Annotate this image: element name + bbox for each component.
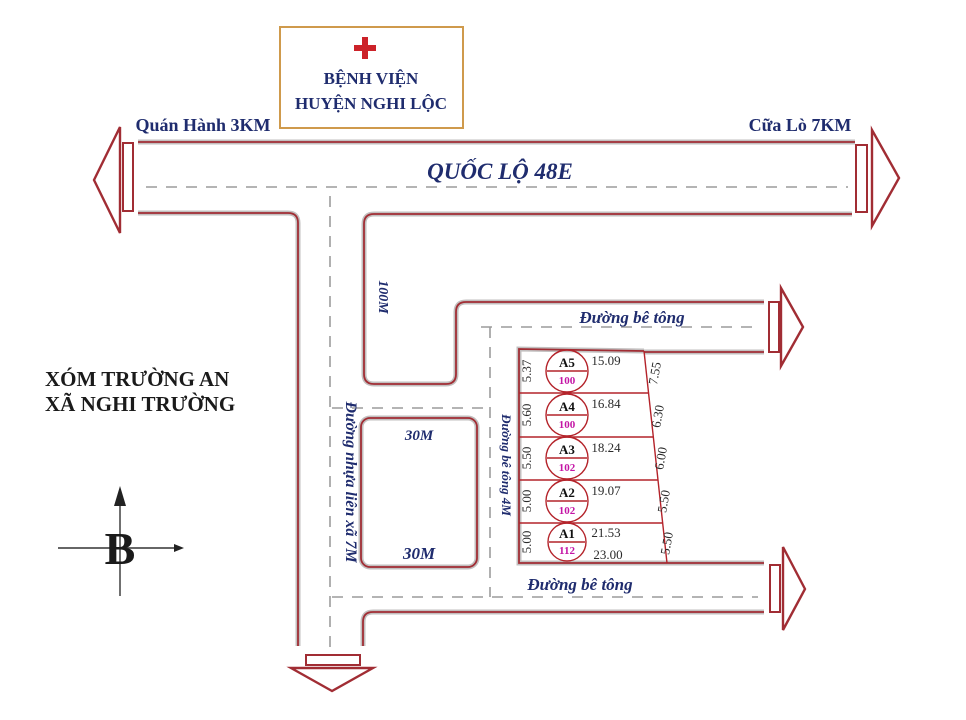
- hospital-name-line1: BỆNH VIỆN: [324, 69, 419, 88]
- lot-a3-width-dim: 18.24: [591, 440, 621, 455]
- lot-a2-right-dim: 5.50: [654, 489, 673, 514]
- lot-a2-area: 102: [559, 505, 576, 517]
- block-30m-outline-red: [360, 417, 478, 568]
- village-road-arrow-icon: [286, 666, 378, 693]
- concrete-bottom-bottom-edge-red: [362, 611, 764, 646]
- lot-a3-area: 102: [559, 462, 576, 474]
- lot-a5-right-dim: 7.55: [645, 361, 664, 386]
- east-arrow-icon: [870, 125, 901, 231]
- lot-a1-right-dim: 5.50: [657, 531, 676, 556]
- lot-a1-badge: [547, 522, 587, 562]
- west-end-bar: [122, 142, 134, 212]
- hospital-box-border: [279, 26, 464, 129]
- lots-block-outline-red: [518, 348, 667, 564]
- lot-a3-id: A3: [559, 442, 575, 457]
- lot-row-a5: A5 100 15.09 5.37 7.55: [519, 349, 664, 393]
- lots-east-boundary: [643, 350, 668, 564]
- east-end-bar: [855, 144, 868, 213]
- highway-bottomleft-edge: [138, 210, 301, 646]
- lots-block: A5 100 15.09 5.37 7.55 A4 100 16.84 5.60…: [519, 349, 676, 564]
- lot-a4-badge: [545, 393, 589, 437]
- lot-row-a4: A4 100 16.84 5.60 6.30: [519, 393, 667, 437]
- concrete-bottom-bottom-edge: [360, 609, 764, 646]
- lot-a4-width-dim: 16.84: [591, 396, 621, 411]
- medical-cross-icon: [354, 37, 376, 59]
- highway-bottomleft-edge-red: [138, 212, 299, 646]
- lot-a1-width-dim: 21.53: [591, 525, 620, 540]
- compass-north-label: B: [105, 523, 136, 574]
- compass-north-arrow-icon: [114, 486, 126, 506]
- concrete-bottom-arrow-icon: [781, 546, 807, 631]
- lot-a3-right-dim: 6.00: [651, 446, 670, 471]
- lot-a2-width-dim: 19.07: [591, 483, 621, 498]
- concrete-top-label: Đường bê tông: [578, 308, 685, 327]
- lot-a4-left-dim: 5.60: [519, 404, 534, 427]
- location-name-line1: XÓM TRƯỜNG AN: [45, 367, 229, 391]
- concrete-top-arrow-icon: [779, 283, 805, 371]
- lot-a2-id: A2: [559, 485, 575, 500]
- concrete-bottom-end-bar: [769, 564, 781, 613]
- lot-a4-id: A4: [559, 399, 575, 414]
- village-road-end-bar: [305, 654, 361, 666]
- hospital-box: BỆNH VIỆN HUYỆN NGHI LỘC: [279, 26, 464, 129]
- lot-a1-bottom-dim: 23.00: [593, 547, 622, 562]
- lot-a3-badge: [545, 436, 589, 480]
- lot-a5-area: 100: [559, 375, 576, 387]
- west-destination-label: Quán Hành 3KM: [135, 115, 270, 135]
- lot-a1-left-dim: 5.00: [519, 531, 534, 554]
- lot-row-a1: A1 112 21.53 23.00 5.00 5.50: [519, 522, 676, 562]
- lot-a4-right-dim: 6.30: [648, 404, 667, 429]
- highway-name-label: QUỐC LỘ 48E: [427, 158, 573, 184]
- lot-a5-id: A5: [559, 355, 575, 370]
- west-arrow-icon: [92, 126, 122, 234]
- lot-a2-left-dim: 5.00: [519, 490, 534, 513]
- concrete-bottom-label: Đường bê tông: [526, 575, 633, 594]
- distance-100m-label: 100M: [375, 280, 390, 314]
- lot-a1-id: A1: [559, 526, 575, 541]
- compass-east-arrow-icon: [174, 544, 184, 552]
- lot-a4-area: 100: [559, 419, 576, 431]
- lot-a1-area: 112: [559, 545, 575, 557]
- lot-a5-left-dim: 5.37: [519, 359, 534, 382]
- block-30m-bottom-label: 30M: [402, 544, 436, 563]
- lot-row-a2: A2 102 19.07 5.00 5.50: [519, 479, 673, 523]
- block-100m-outline-red: [363, 213, 852, 385]
- lot-a3-left-dim: 5.50: [519, 447, 534, 470]
- lot-a2-badge: [545, 479, 589, 523]
- compass: B: [58, 486, 184, 596]
- lot-row-a3: A3 102 18.24 5.50 6.00: [519, 436, 670, 480]
- lot-a5-width-dim: 15.09: [591, 353, 620, 368]
- east-destination-label: Cữa Lò 7KM: [749, 115, 852, 135]
- location-name-line2: XÃ NGHI TRƯỜNG: [45, 392, 235, 416]
- village-road-label: Đường nhựa liên xã 7M: [342, 400, 359, 563]
- hospital-name-line2: HUYỆN NGHI LỘC: [295, 94, 447, 113]
- concrete-top-end-bar: [768, 301, 780, 353]
- block-30m-top-label: 30M: [404, 428, 434, 444]
- lot-a5-badge: [545, 349, 589, 393]
- concrete-4m-label: Đường bê tông 4M: [499, 413, 514, 516]
